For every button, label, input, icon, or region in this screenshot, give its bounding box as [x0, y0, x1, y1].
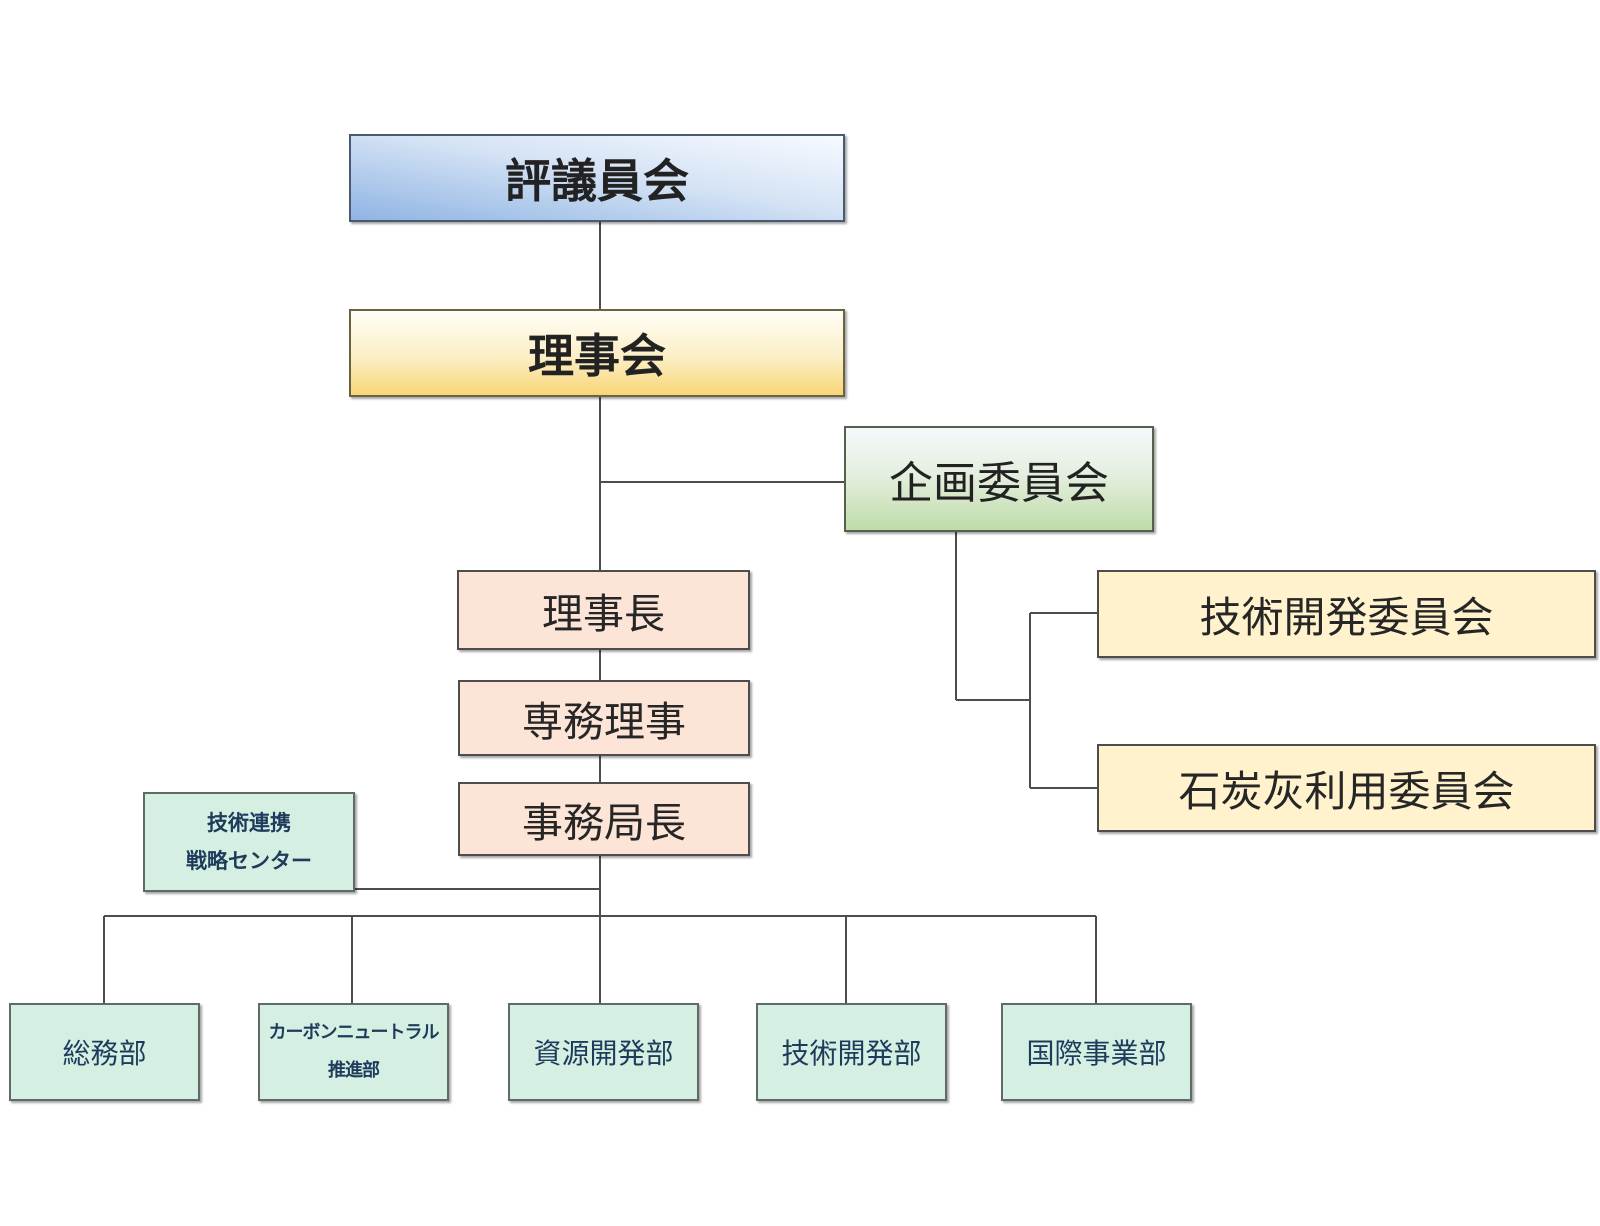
tech-center-label-line1: 技術連携 [207, 811, 291, 835]
carbon-neutral-dept-label-line1: カーボンニュートラル [268, 1022, 440, 1043]
chairman-box: 理事長 [457, 570, 750, 650]
carbon-neutral-dept-label-line2: 推進部 [328, 1060, 380, 1081]
tech-center-box: 技術連携 戦略センター [143, 792, 355, 892]
tech-center-label-line2: 戦略センター [186, 849, 312, 873]
council-label: 評議員会 [505, 154, 689, 208]
council-box: 評議員会 [349, 134, 845, 222]
chairman-label: 理事長 [542, 590, 665, 638]
tech-dev-dept-label: 技術開発部 [781, 1037, 922, 1070]
resource-dev-dept-label: 資源開発部 [533, 1037, 674, 1070]
carbon-neutral-dept-box: カーボンニュートラル 推進部 [258, 1003, 449, 1101]
planning-committee-label: 企画委員会 [889, 458, 1109, 509]
tech-dev-dept-box: 技術開発部 [756, 1003, 947, 1101]
coal-ash-committee-label: 石炭灰利用委員会 [1178, 766, 1515, 816]
coal-ash-committee-box: 石炭灰利用委員会 [1097, 744, 1596, 832]
tech-dev-committee-label: 技術開発委員会 [1199, 592, 1494, 642]
board-box: 理事会 [349, 309, 845, 397]
secretary-general-label: 事務局長 [522, 799, 686, 847]
secretary-general-box: 事務局長 [458, 782, 750, 856]
board-label: 理事会 [528, 329, 666, 383]
general-affairs-dept-box: 総務部 [9, 1003, 200, 1101]
tech-dev-committee-box: 技術開発委員会 [1097, 570, 1596, 658]
resource-dev-dept-box: 資源開発部 [508, 1003, 699, 1101]
executive-director-box: 専務理事 [458, 680, 750, 756]
international-dept-label: 国際事業部 [1026, 1037, 1167, 1070]
general-affairs-dept-label: 総務部 [62, 1037, 147, 1070]
planning-committee-box: 企画委員会 [844, 426, 1154, 532]
executive-director-label: 専務理事 [522, 698, 686, 746]
international-dept-box: 国際事業部 [1001, 1003, 1192, 1101]
